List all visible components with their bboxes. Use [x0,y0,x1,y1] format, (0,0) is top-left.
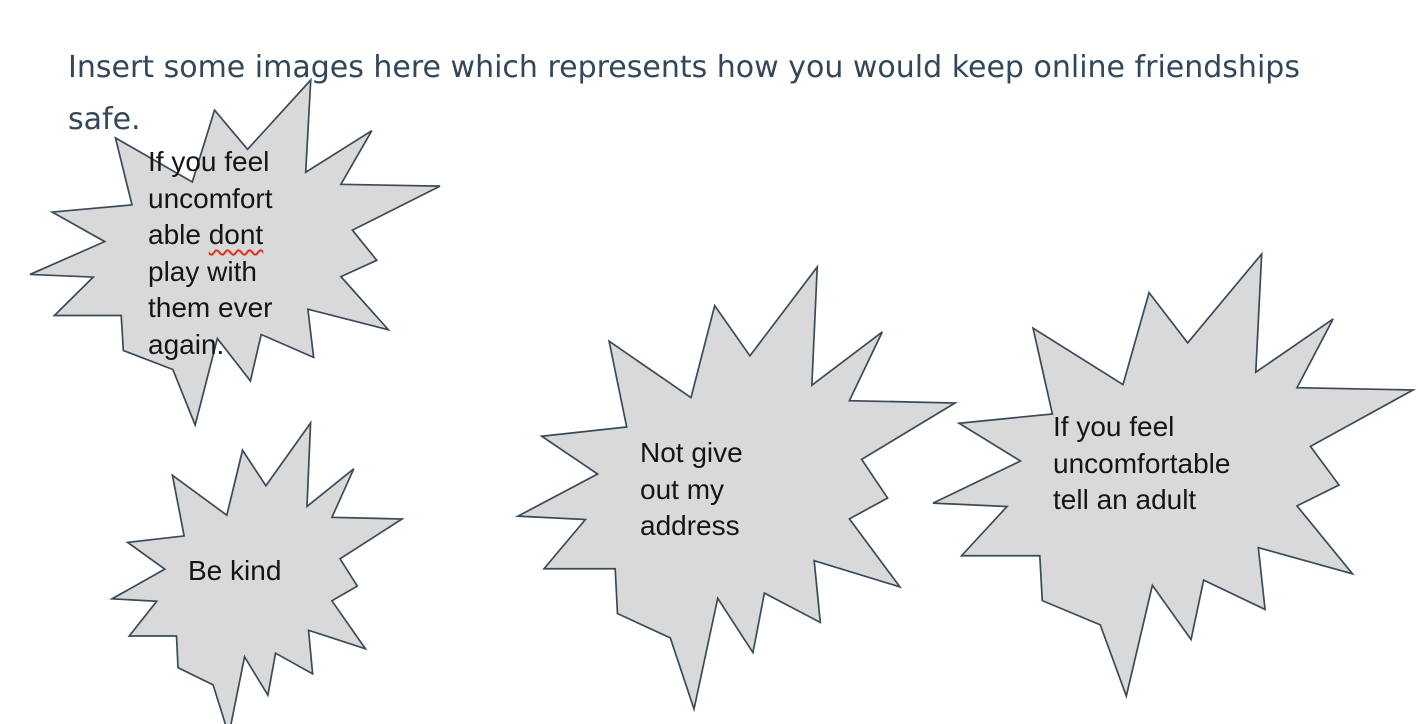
shape-text: Not give out my address [640,435,743,545]
explosion-shape-tell-an-adult[interactable]: If you feel uncomfortable tell an adult [933,254,1413,696]
explosion-shape-not-give-address[interactable]: Not give out my address [518,267,955,709]
text-line: If you feel [1053,411,1175,442]
text-line: Not give [640,437,743,468]
text-line: Be kind [188,555,282,586]
text-line: out my [640,473,725,505]
text-line: play with [148,255,257,287]
explosion-burst-graphic [933,254,1413,696]
text-line: If you feel [148,146,270,177]
explosion-burst-graphic [30,80,440,425]
shape-text: If you feel uncomfort able dont play wit… [148,144,273,363]
text-line: able dont [148,217,273,254]
text-line: address [640,510,740,541]
prompt-text-line-2: safe. [68,102,141,137]
explosion-burst-graphic [112,423,402,724]
prompt-text-line-1: Insert some images here which represents… [68,50,1300,85]
text-fragment: able [148,219,209,250]
text-line: again. [148,328,225,360]
prompt-text[interactable]: Insert some images here which represents… [68,42,1300,146]
text-line: uncomfort [148,182,273,214]
text-line: uncomfortable [1053,447,1231,479]
shape-text: If you feel uncomfortable tell an adult [1053,409,1230,519]
shape-text: Be kind [188,553,281,590]
explosion-burst-graphic [518,267,955,709]
text-line: tell an adult [1053,484,1197,515]
text-line: them ever [148,292,273,323]
explosion-shape-dont-play-again[interactable]: If you feel uncomfort able dont play wit… [30,80,440,425]
misspelled-word: dont [208,219,264,250]
explosion-shape-be-kind[interactable]: Be kind [112,423,402,724]
